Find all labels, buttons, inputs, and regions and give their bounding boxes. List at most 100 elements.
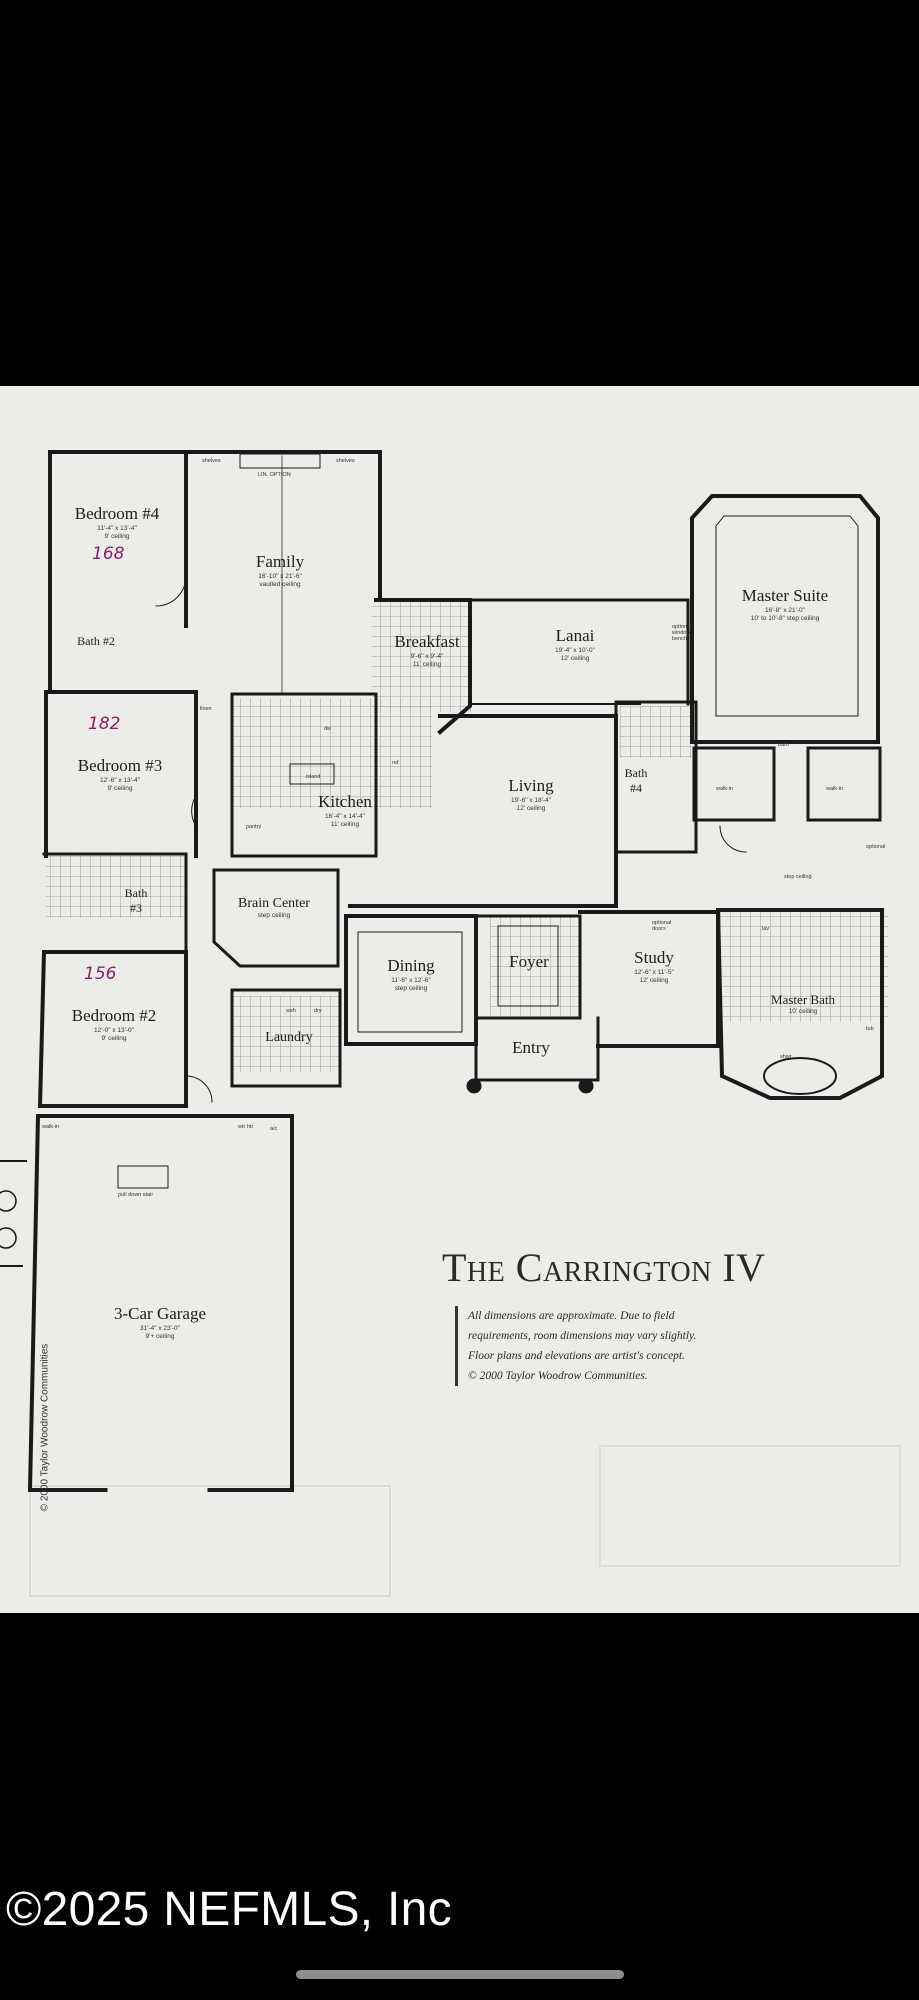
room-dimensions: 16'-10" x 21'-6" bbox=[258, 573, 302, 580]
room-ceiling: 12' ceiling bbox=[639, 977, 669, 984]
room-entry: Entry bbox=[496, 1038, 566, 1058]
room-foyer: Foyer bbox=[494, 952, 564, 972]
room-name: Entry bbox=[512, 1038, 550, 1057]
room-name: Bedroom #4 bbox=[74, 504, 160, 523]
label-linen: linen bbox=[200, 706, 212, 712]
label-step-ceiling: step ceiling bbox=[784, 874, 812, 880]
room-dimensions: 9'-6" x 9'-4" bbox=[410, 653, 444, 660]
floor-plan-sheet: Bedroom #4 11'-4" x 13'-4" 9' ceiling Fa… bbox=[0, 386, 919, 1613]
label-tub: tub bbox=[866, 1026, 874, 1032]
label-optional-window-bench: optional window bench bbox=[672, 624, 692, 642]
room-ceiling: 9' ceiling bbox=[104, 533, 130, 540]
label-bath: bath bbox=[778, 742, 789, 748]
room-dimensions: 11'-6" x 12'-6" bbox=[391, 977, 431, 984]
room-lanai: Lanai 19'-4" x 10'-0" 12' ceiling bbox=[520, 626, 630, 662]
label-linen-option: LIN. OPTION bbox=[258, 472, 291, 478]
room-bath-4: Bath #4 bbox=[618, 766, 654, 796]
room-master-bath: Master Bath 10' ceiling bbox=[748, 992, 858, 1015]
room-dimensions: 19'-6" x 18'-4" bbox=[511, 797, 551, 804]
room-dimensions: 12'-0" x 13'-0" bbox=[94, 1027, 134, 1034]
label-washer: wsh bbox=[286, 1008, 296, 1014]
room-dimensions: 12'-6" x 11'-5" bbox=[634, 969, 674, 976]
room-dimensions: 19'-4" x 10'-0" bbox=[555, 647, 595, 654]
label-walk-in: walk-in bbox=[42, 1124, 60, 1130]
room-name: Bath #4 bbox=[624, 766, 648, 795]
home-indicator[interactable] bbox=[296, 1970, 624, 1979]
room-ceiling: 9'+ ceiling bbox=[145, 1333, 175, 1340]
disclaimer-line: requirements, room dimensions may vary s… bbox=[468, 1330, 697, 1342]
room-bath-2: Bath #2 bbox=[76, 634, 116, 649]
room-name: Bath #3 bbox=[124, 886, 148, 915]
room-ceiling: 12' ceiling bbox=[516, 805, 546, 812]
room-garage: 3-Car Garage 31'-4" x 23'-0" 9'+ ceiling bbox=[100, 1304, 220, 1340]
label-shower: shwr bbox=[780, 1054, 792, 1060]
room-name: Lanai bbox=[555, 626, 595, 645]
label-optional: optional bbox=[866, 844, 886, 850]
room-dimensions: 16'-8" x 21'-0" bbox=[765, 607, 805, 614]
room-master-suite: Master Suite 16'-8" x 21'-0" 10' to 10'-… bbox=[720, 586, 850, 622]
room-ceiling: 12' ceiling bbox=[560, 655, 590, 662]
room-family: Family 16'-10" x 21'-6" vaulted ceiling bbox=[220, 552, 340, 588]
room-name: Family bbox=[255, 552, 305, 571]
room-name: Bath #2 bbox=[77, 634, 115, 648]
handwritten-area-bedroom-2: 156 bbox=[84, 964, 117, 984]
room-name: Kitchen bbox=[318, 792, 372, 811]
room-bedroom-3: Bedroom #3 12'-6" x 13'-4" 9' ceiling bbox=[50, 756, 190, 792]
room-name: Master Bath bbox=[771, 992, 835, 1007]
label-dishwasher: dw bbox=[324, 726, 332, 732]
room-bedroom-2: Bedroom #2 12'-0" x 13'-0" 9' ceiling bbox=[44, 1006, 184, 1042]
room-ceiling: step ceiling bbox=[257, 912, 291, 919]
label-optional-doors: optional doors bbox=[652, 920, 672, 932]
room-ceiling: vaulted ceiling bbox=[259, 581, 301, 588]
room-ceiling: step ceiling bbox=[394, 985, 428, 992]
label-shelves: shelves bbox=[336, 458, 355, 464]
room-dimensions: 16'-4" x 14'-4" bbox=[325, 813, 365, 820]
room-name: Foyer bbox=[509, 952, 549, 971]
room-study: Study 12'-6" x 11'-5" 12' ceiling bbox=[604, 948, 704, 984]
room-name: Dining bbox=[387, 956, 435, 975]
handwritten-area-bedroom-4: 168 bbox=[92, 544, 125, 564]
room-name: Brain Center bbox=[238, 896, 310, 911]
label-walk-in: walk-in bbox=[716, 786, 734, 792]
room-name: Breakfast bbox=[394, 632, 460, 651]
room-dimensions: 11'-4" x 13'-4" bbox=[97, 525, 137, 532]
room-ceiling: 10' ceiling bbox=[788, 1008, 818, 1015]
room-ceiling: 10' to 10'-8" step ceiling bbox=[750, 615, 820, 622]
side-copyright: © 2000 Taylor Woodrow Communities bbox=[39, 1343, 51, 1512]
room-kitchen: Kitchen 16'-4" x 14'-4" 11' ceiling bbox=[290, 792, 400, 828]
room-dimensions: 31'-4" x 23'-0" bbox=[140, 1325, 180, 1332]
disclaimer-line: © 2000 Taylor Woodrow Communities. bbox=[468, 1370, 648, 1382]
room-name: 3-Car Garage bbox=[113, 1304, 207, 1323]
room-name: Master Suite bbox=[741, 586, 829, 605]
listing-copyright: ©2025 NEFMLS, Inc bbox=[6, 1883, 452, 1936]
room-bedroom-4: Bedroom #4 11'-4" x 13'-4" 9' ceiling bbox=[52, 504, 182, 540]
label-walk-in: walk-in bbox=[826, 786, 844, 792]
room-ceiling: 9' ceiling bbox=[107, 785, 133, 792]
label-island: island bbox=[306, 774, 321, 780]
label-shelves: shelves bbox=[202, 458, 221, 464]
room-dining: Dining 11'-6" x 12'-6" step ceiling bbox=[356, 956, 466, 992]
room-ceiling: 11' ceiling bbox=[330, 821, 360, 828]
room-name: Bedroom #2 bbox=[71, 1006, 157, 1025]
label-lav: lav bbox=[762, 926, 770, 932]
floor-plan-drawing bbox=[0, 386, 919, 1613]
room-breakfast: Breakfast 9'-6" x 9'-4" 11' ceiling bbox=[374, 632, 480, 668]
room-ceiling: 9' ceiling bbox=[101, 1035, 127, 1042]
room-ceiling: 11' ceiling bbox=[412, 661, 442, 668]
room-dimensions: 12'-6" x 13'-4" bbox=[100, 777, 140, 784]
room-laundry: Laundry bbox=[254, 1030, 324, 1046]
room-bath-3: Bath #3 bbox=[118, 886, 154, 916]
disclaimer-line: All dimensions are approximate. Due to f… bbox=[468, 1310, 675, 1322]
room-name: Study bbox=[634, 948, 674, 967]
room-brain-center: Brain Center step ceiling bbox=[214, 896, 334, 919]
label-water-heater: wtr htr bbox=[238, 1124, 254, 1130]
plan-title: The Carrington IV bbox=[442, 1245, 766, 1290]
room-name: Bedroom #3 bbox=[77, 756, 163, 775]
plan-disclaimer: All dimensions are approximate. Due to f… bbox=[455, 1306, 788, 1386]
label-dryer: dry bbox=[314, 1008, 322, 1014]
label-pull-down-stair: pull down stair bbox=[118, 1192, 154, 1198]
handwritten-area-bedroom-3: 182 bbox=[88, 714, 121, 734]
disclaimer-line: Floor plans and elevations are artist's … bbox=[468, 1350, 685, 1362]
label-pantry: pantry bbox=[246, 824, 262, 830]
label-ac: a/c bbox=[270, 1126, 278, 1132]
